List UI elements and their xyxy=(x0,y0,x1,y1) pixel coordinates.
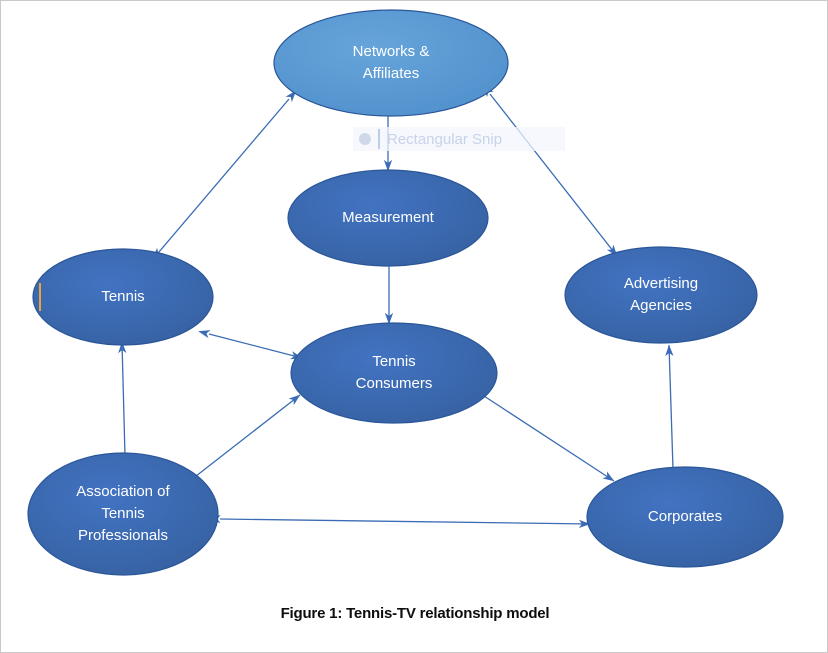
node-tennis[interactable]: Tennis xyxy=(32,248,214,346)
edge-consumers-corporates xyxy=(474,389,615,482)
edge-networks-advertising xyxy=(483,85,618,257)
node-shape-atp[interactable] xyxy=(27,452,219,576)
node-shape-tennis[interactable] xyxy=(32,248,214,346)
node-corporates[interactable]: Corporates xyxy=(586,466,784,568)
node-shape-measurement[interactable] xyxy=(287,169,489,267)
edge-corporates-advertising xyxy=(665,344,678,481)
edge-atp-tennis xyxy=(118,341,127,457)
node-measurement[interactable]: Measurement xyxy=(287,169,489,267)
node-shape-consumers[interactable] xyxy=(290,322,498,424)
node-shape-corporates[interactable] xyxy=(586,466,784,568)
edge-networks-tennis xyxy=(152,90,297,260)
node-shape-advertising[interactable] xyxy=(564,246,758,344)
node-shape-networks[interactable] xyxy=(273,9,509,117)
edges-layer xyxy=(118,85,678,529)
figure-caption: Figure 1: Tennis-TV relationship model xyxy=(280,605,550,622)
edge-atp-consumers xyxy=(190,394,301,481)
edge-atp-corporates xyxy=(208,514,591,529)
node-networks[interactable]: Networks &Affiliates xyxy=(273,9,509,117)
edge-tennis-consumers xyxy=(198,330,303,360)
